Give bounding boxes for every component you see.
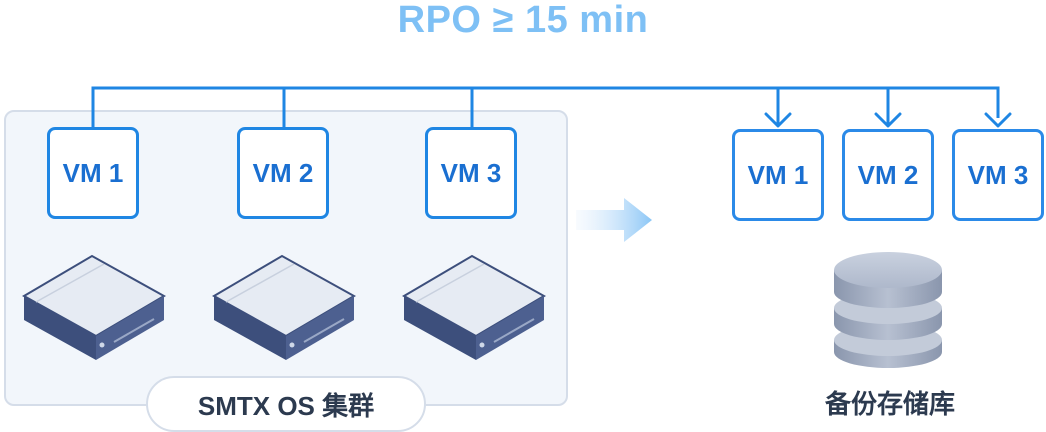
transfer-arrow-icon — [576, 198, 652, 242]
storage-cylinder-icon — [834, 252, 942, 368]
target-vm-3: VM 3 — [952, 129, 1044, 221]
target-vm-2: VM 2 — [842, 129, 934, 221]
main-connector-line — [91, 86, 1000, 128]
target-vm-1: VM 1 — [732, 129, 824, 221]
repository-label: 备份存储库 — [824, 389, 955, 419]
source-vm-1: VM 1 — [47, 127, 139, 219]
source-vm-3: VM 3 — [425, 127, 517, 219]
rpo-title: RPO ≥ 15 min — [397, 0, 649, 41]
server-icon — [401, 254, 547, 360]
replication-lines — [91, 86, 1000, 128]
arrow-head-icon — [764, 112, 792, 128]
source-vm-2: VM 2 — [237, 127, 329, 219]
server-icon — [21, 254, 167, 360]
arrow-head-icon — [874, 112, 902, 128]
cluster-label: SMTX OS 集群 — [146, 376, 426, 432]
server-icon — [211, 254, 357, 360]
arrow-head-icon — [984, 112, 1012, 128]
arrowheads — [764, 112, 1012, 128]
